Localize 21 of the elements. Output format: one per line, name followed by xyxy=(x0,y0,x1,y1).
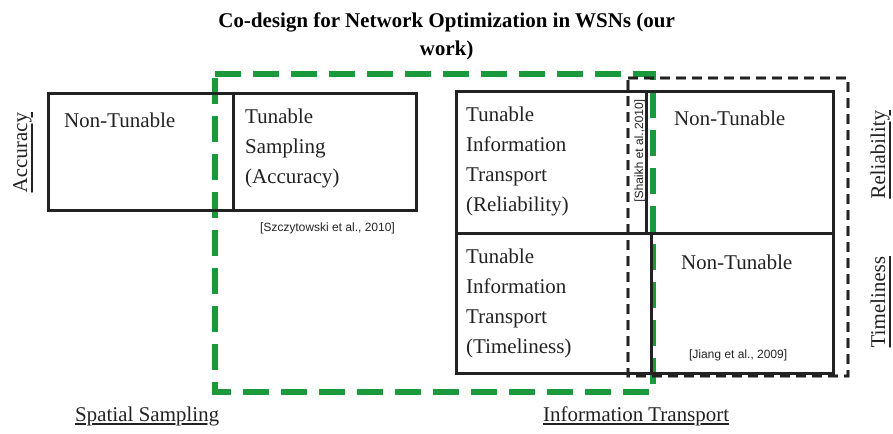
diagram-title: Co-design for Network Optimization in WSNs (our work) xyxy=(217,7,676,62)
text-box xyxy=(650,232,835,375)
axis-label: Accuracy xyxy=(8,112,33,192)
citation-label: [Szczytowski et al., 2010] xyxy=(260,220,395,234)
category-label: Information Transport xyxy=(543,402,730,427)
axis-label: Timeliness xyxy=(866,256,891,348)
text-box xyxy=(455,90,648,235)
category-label: Spatial Sampling xyxy=(75,402,220,427)
box-label: Tunable Sampling (Accuracy) xyxy=(245,103,340,190)
box-label: Tunable Information Transport (Reliability) xyxy=(466,101,570,218)
text-box xyxy=(232,92,418,212)
box-label: Tunable Information Transport (Timeliness) xyxy=(466,243,572,360)
text-box xyxy=(645,90,835,235)
citation-label: [Jiang et al., 2009] xyxy=(689,347,788,361)
box-label: Non-Tunable xyxy=(681,249,794,276)
axis-label: Reliability xyxy=(866,110,891,199)
text-box xyxy=(47,92,235,212)
box-label: Non-Tunable xyxy=(674,105,786,132)
box-label: Non-Tunable xyxy=(64,107,176,134)
text-box xyxy=(455,232,653,375)
citation-label: [Shaikh et al.,2010] xyxy=(632,99,646,202)
